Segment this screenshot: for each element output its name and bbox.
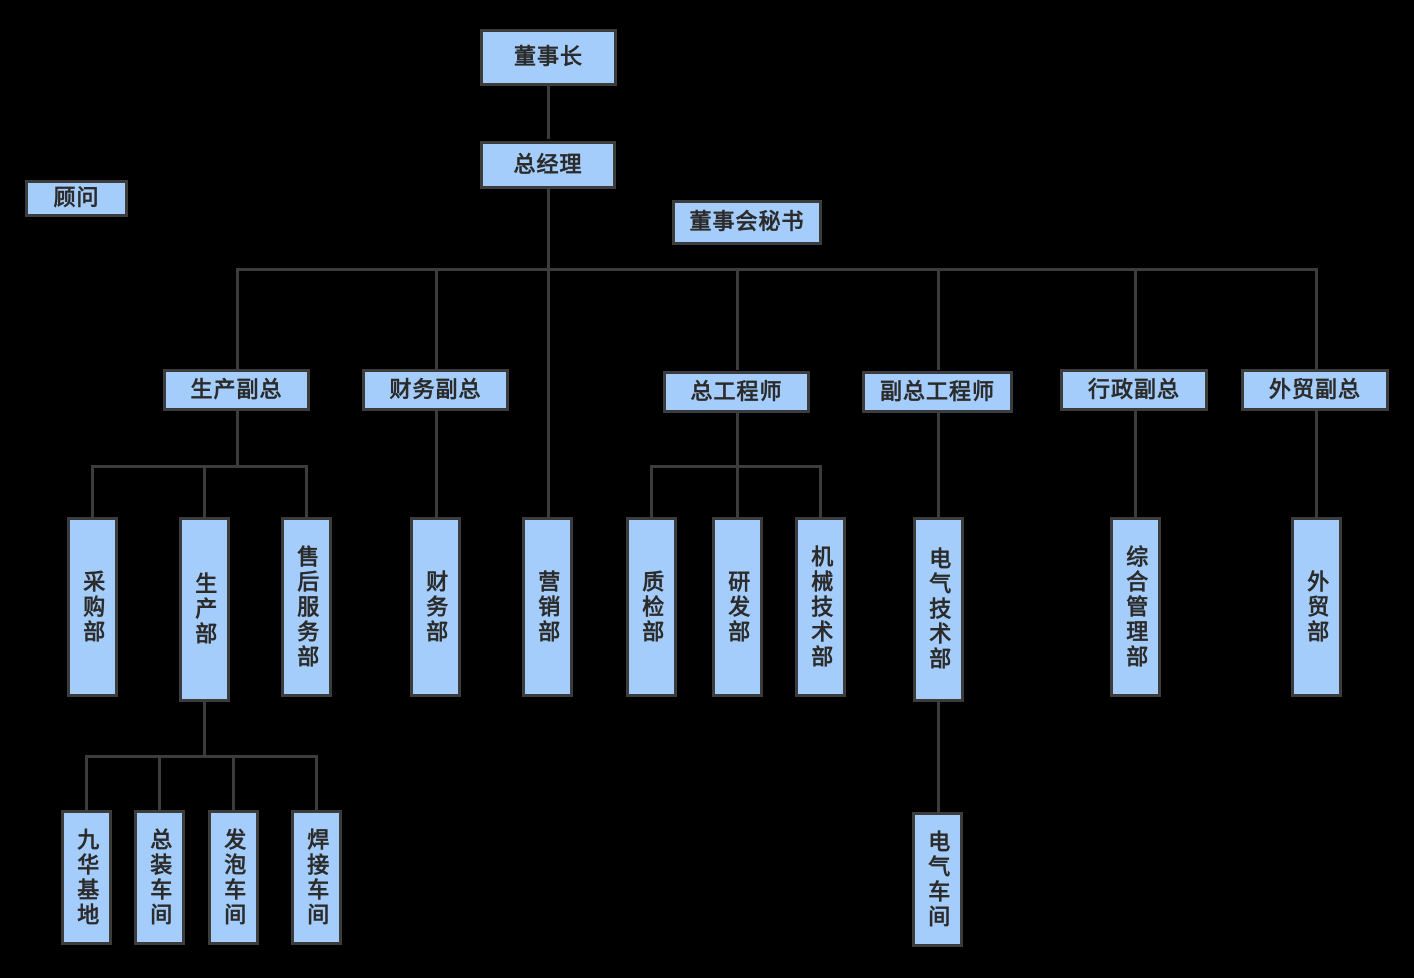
edge-bus-to-vp-foreign-trade	[1315, 268, 1318, 370]
edge-to-dept-mech-tech	[819, 465, 822, 517]
node-chief-engineer[interactable]: 总工程师	[663, 371, 810, 413]
edge-to-dept-rnd	[736, 465, 739, 517]
node-dept-foreign-trade[interactable]: 外贸部	[1291, 517, 1342, 697]
edge-vp-production-stem	[236, 410, 239, 468]
node-dept-production[interactable]: 生产部	[179, 517, 230, 702]
edge-dept-production-stem	[203, 700, 206, 758]
edge-to-dept-finance	[435, 410, 438, 517]
edge-to-ws-foaming	[232, 755, 235, 810]
node-dept-mech-tech[interactable]: 机械技术部	[795, 517, 846, 697]
node-dept-marketing[interactable]: 营销部	[522, 517, 573, 697]
edge-to-dept-purchasing	[91, 465, 94, 517]
node-deputy-chief-engineer[interactable]: 副总工程师	[862, 371, 1013, 413]
node-dept-purchasing[interactable]: 采购部	[67, 517, 118, 697]
edge-to-dept-elec-tech	[937, 412, 940, 517]
edge-bus-to-chief-engineer	[736, 268, 739, 370]
edge-to-ws-welding	[315, 755, 318, 810]
edge-to-dept-quality	[650, 465, 653, 517]
edge-bus-to-vp-administration	[1134, 268, 1137, 370]
edge-to-dept-general-admin	[1134, 410, 1137, 517]
edge-executive-bus	[236, 268, 1317, 271]
node-vp-production[interactable]: 生产副总	[163, 369, 310, 411]
edge-bus-to-vp-finance	[435, 268, 438, 370]
node-dept-rnd[interactable]: 研发部	[712, 517, 763, 697]
edge-to-dept-after-sales	[305, 465, 308, 517]
node-dept-elec-tech[interactable]: 电气技术部	[913, 517, 964, 702]
node-ws-jiuhua-base[interactable]: 九华基地	[61, 810, 112, 945]
edge-gm-trunk	[547, 189, 550, 517]
edge-to-ws-electrical	[937, 700, 940, 812]
node-ws-electrical[interactable]: 电气车间	[912, 812, 963, 947]
edge-chairman-to-gm	[547, 86, 550, 139]
node-ws-foaming[interactable]: 发泡车间	[208, 810, 259, 945]
node-general-manager[interactable]: 总经理	[480, 141, 616, 189]
node-ws-assembly[interactable]: 总装车间	[134, 810, 185, 945]
edge-bus-to-vp-production	[236, 268, 239, 370]
node-advisor[interactable]: 顾问	[25, 180, 128, 217]
edge-chief-engineer-stem	[736, 412, 739, 468]
node-vp-administration[interactable]: 行政副总	[1060, 369, 1208, 411]
node-dept-quality[interactable]: 质检部	[626, 517, 677, 697]
edge-workshop-sub-bus	[85, 755, 318, 758]
node-dept-after-sales[interactable]: 售后服务部	[281, 517, 332, 697]
node-dept-finance[interactable]: 财务部	[410, 517, 461, 697]
edge-to-ws-jiuhua-base	[85, 755, 88, 810]
edge-to-ws-assembly	[158, 755, 161, 810]
node-chairman[interactable]: 董事长	[480, 29, 617, 86]
node-board-secretary[interactable]: 董事会秘书	[672, 200, 822, 245]
edge-bus-to-deputy-chief-engineer	[937, 268, 940, 370]
node-vp-finance[interactable]: 财务副总	[362, 369, 509, 411]
node-vp-foreign-trade[interactable]: 外贸副总	[1241, 369, 1389, 411]
edge-to-dept-production	[203, 465, 206, 517]
edge-production-sub-bus	[91, 465, 308, 468]
node-dept-general-admin[interactable]: 综合管理部	[1110, 517, 1161, 697]
edge-to-dept-foreign-trade	[1315, 410, 1318, 517]
node-ws-welding[interactable]: 焊接车间	[291, 810, 342, 945]
